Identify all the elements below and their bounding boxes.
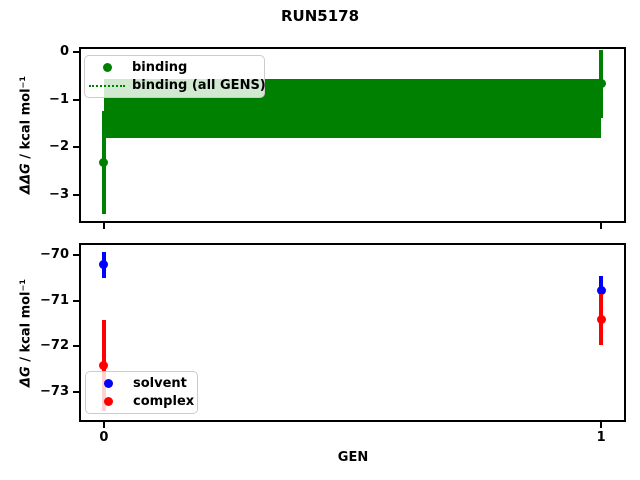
y-tick (73, 391, 79, 394)
complex-marker-icon (103, 397, 113, 407)
y-tick (73, 51, 79, 53)
x-tick-label: 0 (99, 430, 109, 445)
axes-frame (79, 47, 626, 223)
axes-frame (79, 243, 626, 422)
x-tick (102, 223, 105, 229)
y-tick-label: −71 (40, 292, 69, 308)
legend-row-complex: complex (90, 393, 194, 412)
legend-row-binding-all-gens: binding (all GENS) (89, 77, 266, 96)
data-point-marker (99, 260, 109, 270)
y-tick (73, 146, 79, 149)
y-tick-label: −2 (49, 139, 69, 155)
binding-all-gens-dotted-line-icon (89, 84, 125, 87)
legend-row-binding: binding (89, 58, 256, 77)
y-tick-label: −70 (40, 246, 69, 262)
data-point-marker (596, 314, 606, 324)
y-tick-label: −1 (49, 91, 69, 107)
x-tick (102, 422, 105, 428)
x-tick-label: 1 (596, 430, 606, 445)
y-tick (73, 345, 79, 348)
legend-label-complex: complex (133, 394, 195, 410)
legend-label-binding: binding (132, 59, 188, 75)
x-tick (600, 223, 603, 229)
y-tick (73, 299, 79, 302)
y-tick-label: −3 (49, 186, 69, 202)
top-legend: binding binding (all GENS) (84, 55, 266, 98)
figure-title: RUN5178 (280, 7, 360, 25)
legend-row-solvent: solvent (90, 374, 189, 393)
y-tick (73, 98, 79, 101)
data-point-marker (99, 360, 109, 370)
y-tick-label: −72 (40, 338, 69, 354)
y-tick-label: −73 (40, 384, 69, 400)
solvent-marker-icon (103, 378, 113, 388)
y-tick (73, 193, 79, 196)
binding-marker-icon (102, 62, 112, 72)
x-tick (600, 422, 603, 428)
data-point-marker (596, 285, 606, 295)
data-point-marker (99, 158, 109, 167)
legend-label-binding-all-gens: binding (all GENS) (132, 78, 266, 94)
data-point-marker (596, 79, 606, 89)
legend-label-solvent: solvent (133, 375, 187, 391)
x-axis-label: GEN (337, 450, 369, 465)
y-tick (73, 253, 79, 256)
y-tick-label: 0 (59, 44, 69, 59)
bottom-legend: solvent complex (85, 371, 198, 414)
